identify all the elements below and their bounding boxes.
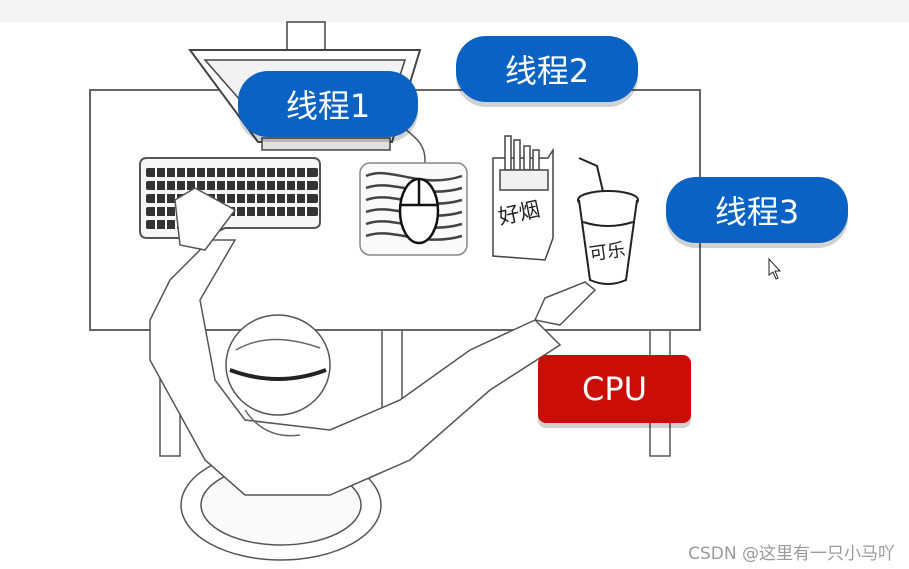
watermark: CSDN @这里有一只小马吖 — [688, 544, 895, 564]
mouse-cursor-icon — [768, 257, 782, 280]
thread-2-label: 线程2 — [456, 36, 638, 102]
thread-3-label: 线程3 — [666, 177, 848, 243]
thread-1-label: 线程1 — [238, 71, 418, 137]
cpu-label: CPU — [538, 355, 691, 423]
person-illustration — [149, 187, 597, 561]
mouse-icon — [398, 177, 440, 245]
cola-cup-icon — [577, 157, 639, 285]
cigarette-pack-icon — [492, 135, 554, 261]
keyboard-icon — [139, 157, 321, 239]
cola-cup-label: 可乐 — [588, 239, 627, 265]
